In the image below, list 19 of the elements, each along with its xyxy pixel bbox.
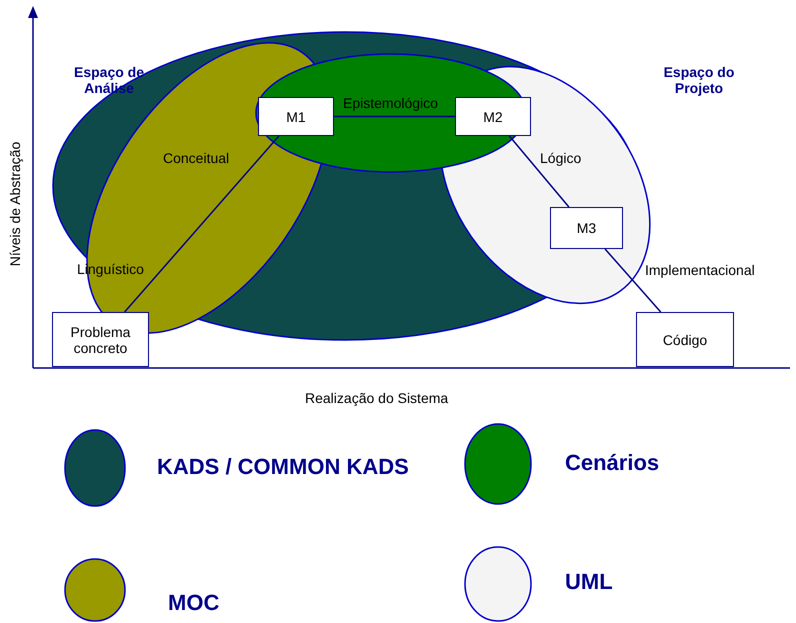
process-box: M2 (455, 97, 531, 136)
region-label: Implementacional (645, 262, 755, 278)
axis-label: Níveis de Abstração (7, 140, 23, 268)
connector-line (604, 248, 662, 312)
process-box: M3 (550, 207, 623, 249)
region-label: Epistemológico (343, 95, 438, 111)
legend-label: Cenários (565, 450, 660, 476)
process-box: Problema concreto (52, 312, 149, 367)
legend-label: MOC (168, 590, 220, 616)
legend-label: KADS / COMMON KADS (157, 454, 409, 480)
region-label: Conceitual (163, 150, 230, 166)
legend-label: UML (565, 569, 613, 595)
connector-line (124, 136, 280, 312)
axis-label: Realização do Sistema (305, 390, 448, 406)
connector-line (334, 116, 455, 118)
region-title: Espaço do Projeto (662, 64, 736, 96)
region-label: Lógico (540, 150, 582, 166)
process-box: M1 (258, 97, 334, 136)
process-box: Código (636, 312, 734, 367)
